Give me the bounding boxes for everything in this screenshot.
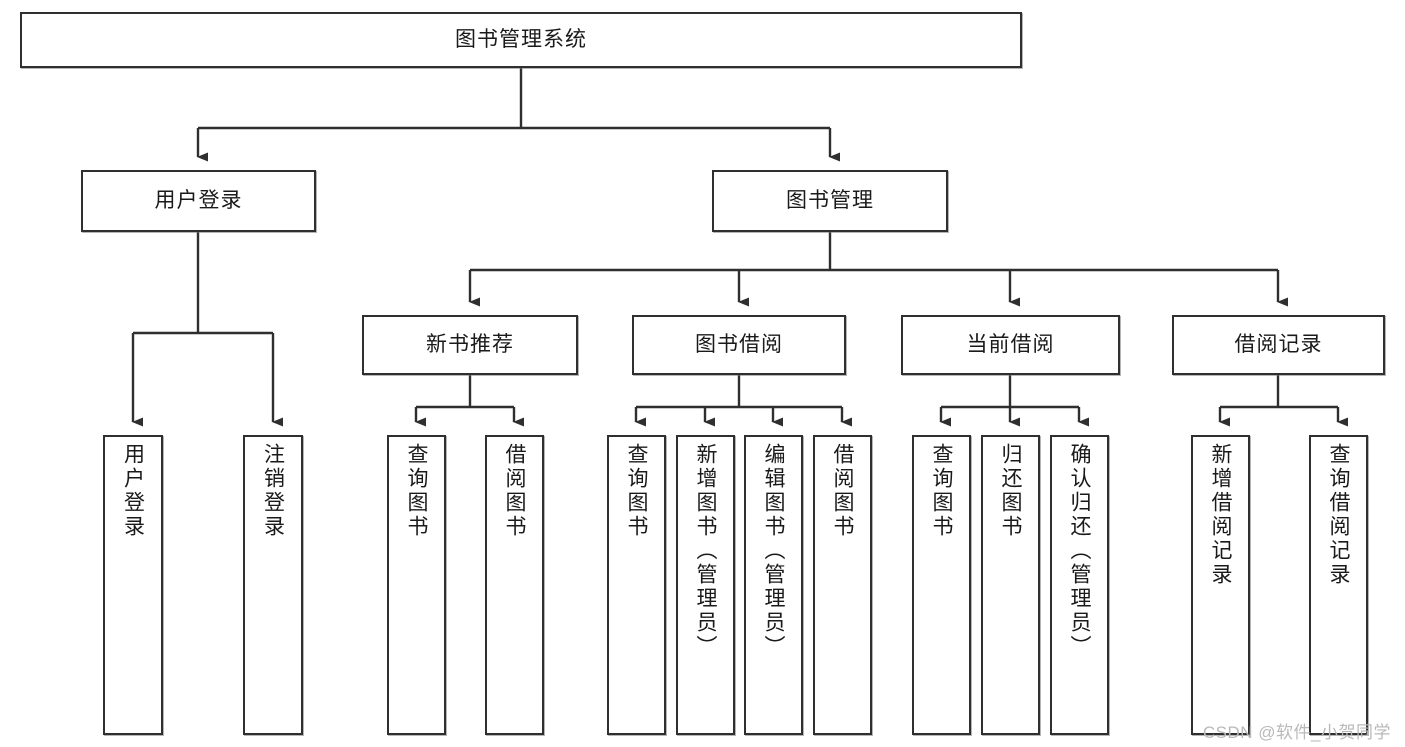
leaf-record-add-record[interactable]: 新增借阅记录 bbox=[1191, 435, 1250, 735]
node-label: 注销登录 bbox=[261, 443, 285, 539]
node-label: 图书借阅 bbox=[695, 333, 783, 357]
leaf-recommend-borrow-book[interactable]: 借阅图书 bbox=[485, 435, 544, 735]
node-current-borrow[interactable]: 当前借阅 bbox=[901, 315, 1120, 375]
leaf-current-return-book[interactable]: 归还图书 bbox=[981, 435, 1040, 735]
node-label: 查询图书 bbox=[625, 443, 648, 539]
node-new-book-recommend[interactable]: 新书推荐 bbox=[362, 315, 578, 375]
node-label: 编辑图书（管理员） bbox=[762, 443, 785, 659]
node-label: 当前借阅 bbox=[966, 333, 1055, 357]
node-label: 查询图书 bbox=[405, 443, 428, 539]
node-book-borrow[interactable]: 图书借阅 bbox=[632, 315, 846, 375]
node-label: 归还图书 bbox=[999, 443, 1022, 539]
leaf-user-login-signin[interactable]: 用户登录 bbox=[103, 435, 163, 735]
leaf-current-confirm-return[interactable]: 确认归还（管理员） bbox=[1050, 435, 1109, 735]
node-label: 用户登录 bbox=[121, 443, 145, 539]
node-label: 新增图书（管理员） bbox=[694, 443, 717, 659]
node-label: 图书管理 bbox=[786, 189, 874, 213]
leaf-borrow-borrow-book[interactable]: 借阅图书 bbox=[813, 435, 872, 735]
leaf-record-query-record[interactable]: 查询借阅记录 bbox=[1309, 435, 1368, 735]
node-book-management[interactable]: 图书管理 bbox=[712, 170, 948, 232]
node-label: 借阅图书 bbox=[503, 443, 526, 539]
node-label: 查询借阅记录 bbox=[1327, 443, 1350, 587]
node-root-system[interactable]: 图书管理系统 bbox=[20, 12, 1022, 68]
node-borrow-record[interactable]: 借阅记录 bbox=[1172, 315, 1385, 375]
node-label: 借阅图书 bbox=[831, 443, 854, 539]
node-label: 确认归还（管理员） bbox=[1068, 443, 1091, 659]
leaf-user-login-signout[interactable]: 注销登录 bbox=[243, 435, 303, 735]
node-label: 查询图书 bbox=[930, 443, 953, 539]
leaf-recommend-query-book[interactable]: 查询图书 bbox=[387, 435, 446, 735]
node-label: 图书管理系统 bbox=[455, 28, 587, 52]
watermark: CSDN @软件_小贺同学 bbox=[1202, 723, 1391, 742]
leaf-borrow-query-book[interactable]: 查询图书 bbox=[607, 435, 666, 735]
node-label: 借阅记录 bbox=[1234, 333, 1323, 357]
node-user-login[interactable]: 用户登录 bbox=[81, 170, 316, 232]
node-label: 新书推荐 bbox=[426, 333, 514, 357]
leaf-borrow-add-book[interactable]: 新增图书（管理员） bbox=[676, 435, 735, 735]
leaf-borrow-edit-book[interactable]: 编辑图书（管理员） bbox=[744, 435, 803, 735]
node-label: 新增借阅记录 bbox=[1209, 443, 1232, 587]
node-label: 用户登录 bbox=[154, 189, 243, 213]
leaf-current-query-book[interactable]: 查询图书 bbox=[912, 435, 971, 735]
